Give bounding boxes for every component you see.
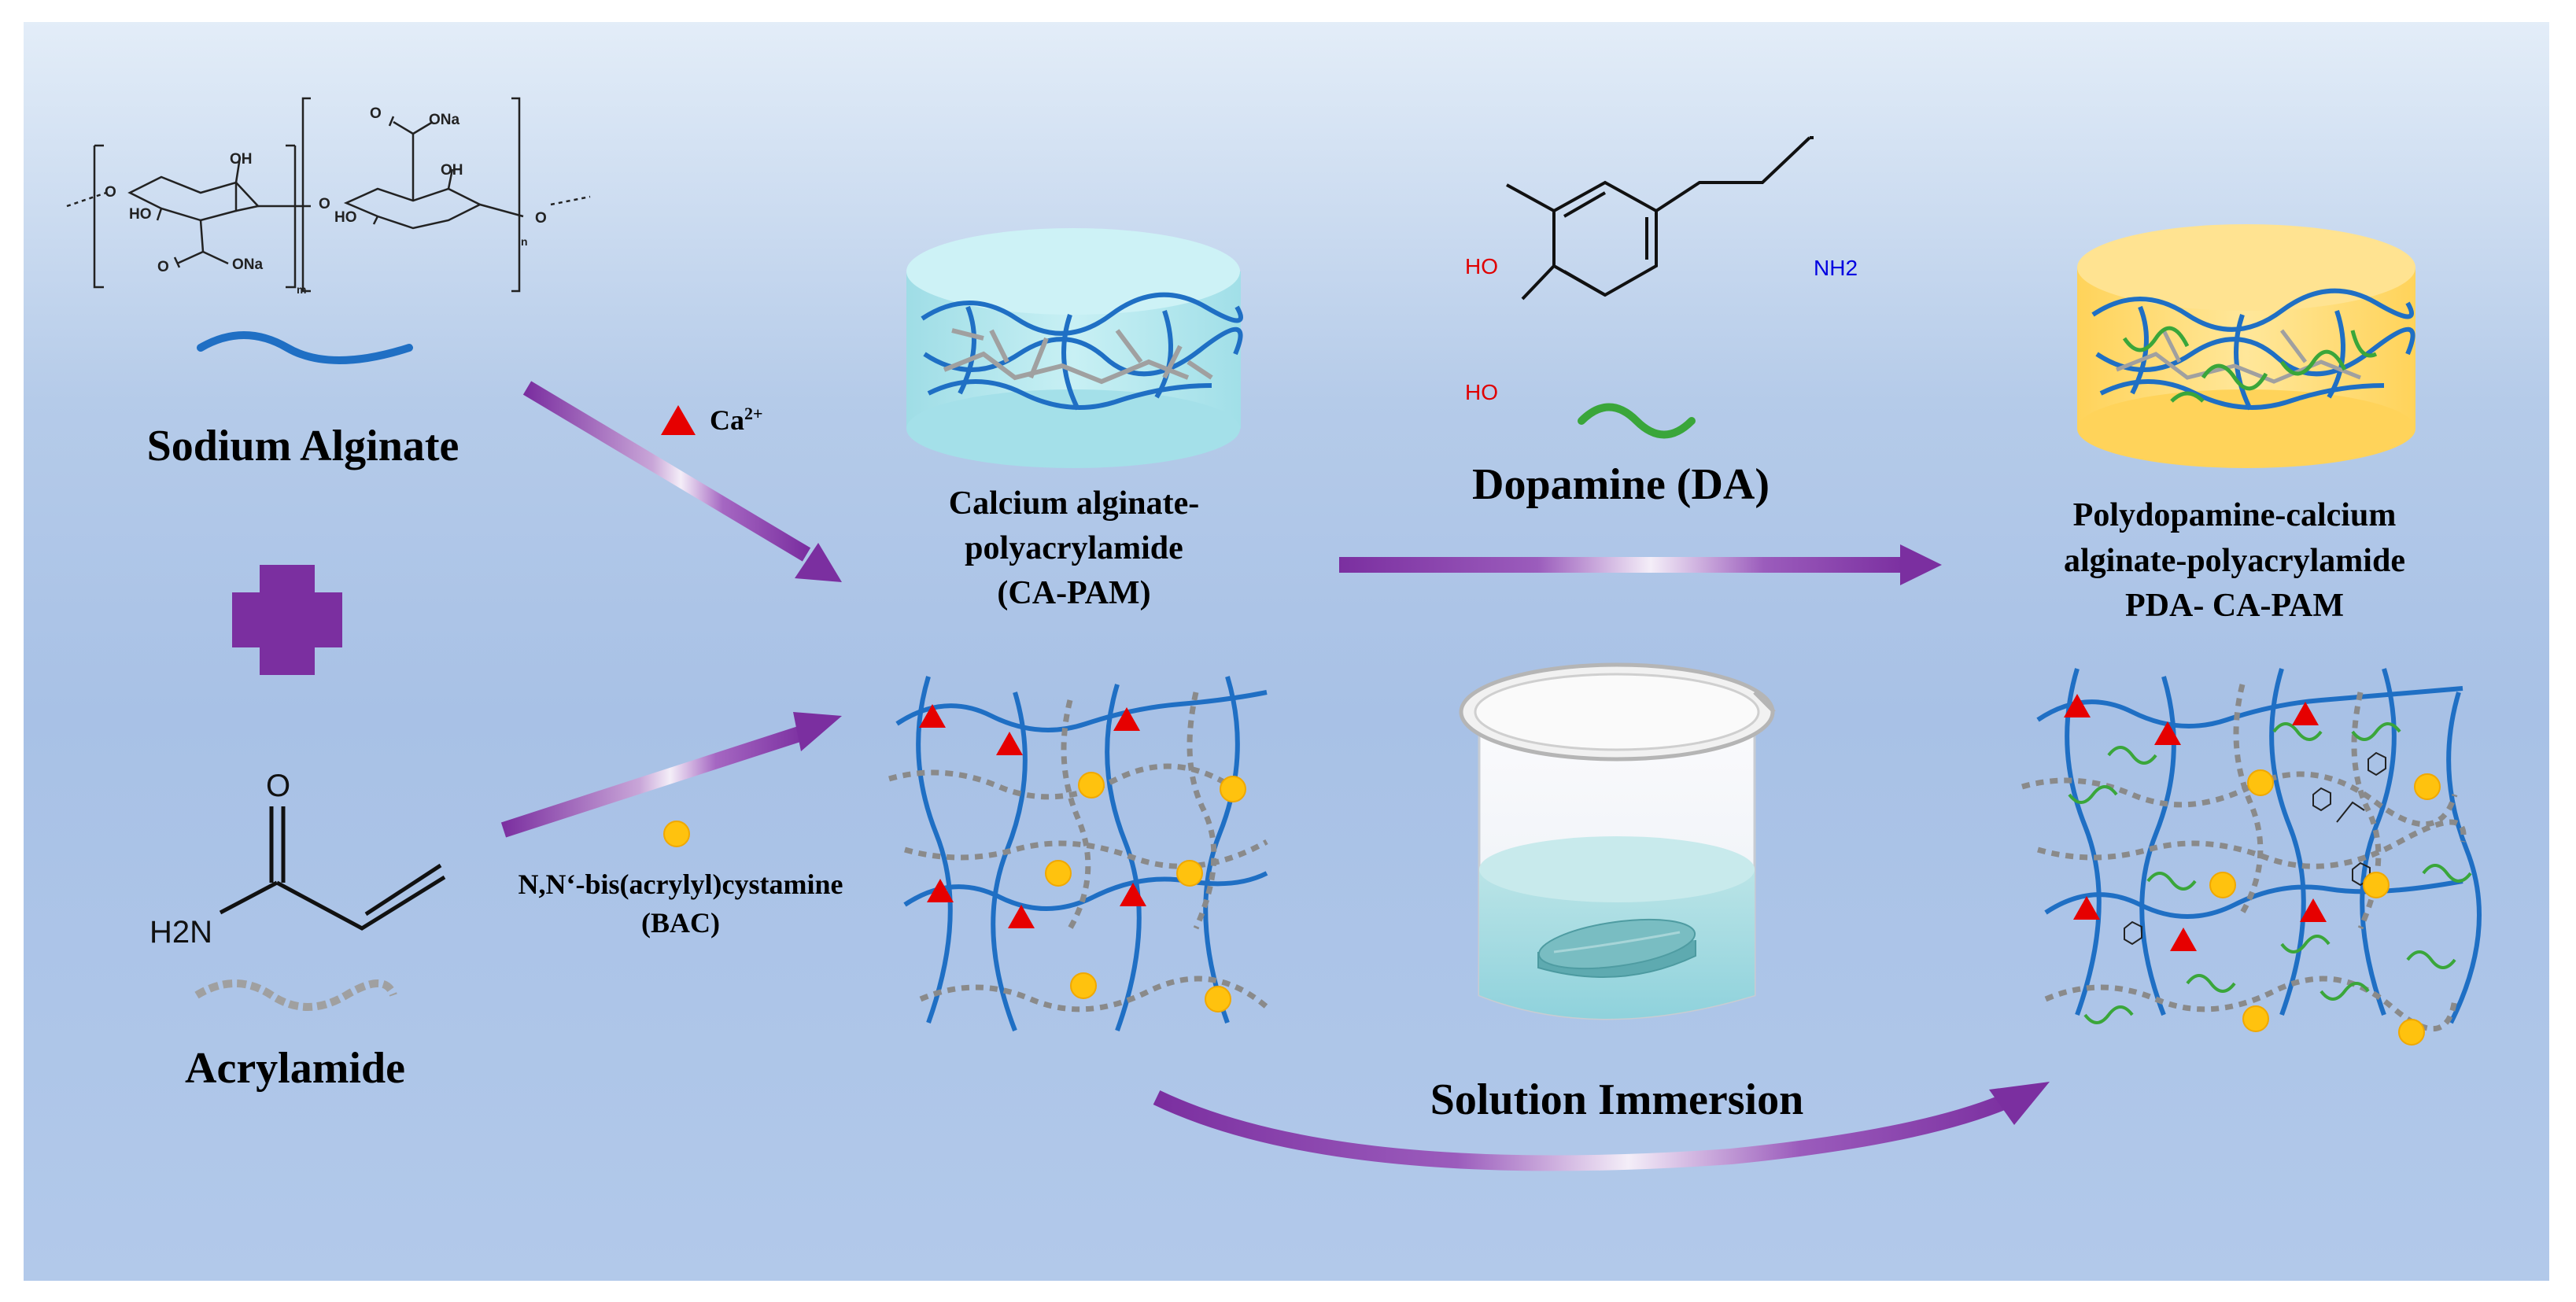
sodium-alginate-structure [66, 97, 591, 293]
o-label-3: O [535, 210, 547, 227]
bac-dot-icon [2209, 872, 2236, 898]
pda-ca-pam-hydrogel-icon [2077, 224, 2415, 468]
oh-label: OH [230, 151, 253, 168]
bac-dot-icon [1078, 772, 1105, 799]
oh-label-2: OH [441, 162, 463, 179]
hydrogel-disc-icon [1537, 918, 1696, 978]
dopamine-label: Dopamine (DA) [1472, 460, 1770, 509]
ca-pam-hydrogel-icon [906, 228, 1243, 468]
bac-dot-icon [2242, 1005, 2269, 1032]
bac-label-line2: (BAC) [641, 907, 720, 939]
acrylamide-label: Acrylamide [185, 1044, 405, 1093]
o-label-2: O [319, 196, 330, 212]
acrylamide-structure [219, 806, 446, 931]
ho-label: HO [129, 206, 152, 223]
solution-immersion-label: Solution Immersion [1430, 1075, 1804, 1124]
bac-dot-icon [2414, 773, 2441, 800]
ca-ion-legend: Ca2+ [661, 404, 763, 437]
ona-label-top: ONa [429, 112, 460, 128]
arrow-to-ca-pam-bottom [500, 712, 842, 838]
acrylamide-h2n-label: H2N [149, 915, 212, 950]
dopamine-ho-top: HO [1465, 254, 1498, 278]
ca-ion-label: Ca2+ [710, 404, 763, 437]
dopamine-nh2-label: NH2 [1814, 256, 1858, 280]
bac-dot-icon [1045, 860, 1072, 887]
diagram-background [24, 22, 2549, 1281]
ca-ion-charge: 2+ [744, 404, 763, 423]
bac-label-line1: N,N‘-bis(acrylyl)cystamine [518, 869, 843, 900]
plus-icon [232, 565, 342, 675]
pda-ca-pam-label-line1: Polydopamine-calcium [2072, 497, 2397, 533]
bac-dot-icon [2398, 1019, 2425, 1046]
bac-dot-icon [1205, 986, 1231, 1012]
acrylamide-o-label: O [266, 769, 290, 803]
ca-ion-triangle-icon [2170, 928, 2197, 951]
arrow-to-ca-pam-top [522, 381, 842, 582]
arrow-ca-pam-to-pda [1339, 544, 1942, 585]
o-label-5: O [370, 105, 382, 122]
arrow-solution-immersion [1153, 1082, 2050, 1171]
bac-dot-icon [1070, 972, 1097, 999]
ca-pam-label-line3: (CA-PAM) [997, 575, 1151, 611]
dopamine-ho-bottom: HO [1465, 380, 1498, 404]
ca-pam-network [888, 676, 1269, 1032]
bac-dot-icon [2247, 769, 2274, 796]
ca-pam-label-line2: polyacrylamide [965, 530, 1183, 566]
alginate-chain-icon [197, 331, 413, 364]
bac-dot-icon [663, 821, 690, 847]
sodium-alginate-label: Sodium Alginate [146, 422, 459, 470]
pda-ca-pam-label-line3: PDA- CA-PAM [2125, 588, 2344, 624]
ho-label-2: HO [334, 209, 357, 226]
dopamine-structure [1506, 136, 1814, 297]
pam-chain-icon [194, 979, 397, 1011]
ca-ion-triangle-icon [661, 405, 696, 435]
ca-ion-symbol: Ca [710, 404, 744, 436]
ca-pam-label-line1: Calcium alginate- [948, 485, 1200, 522]
ona-label-bottom: ONa [232, 256, 264, 273]
bac-dot-icon [1176, 860, 1203, 887]
pda-ca-pam-label-line2: alginate-polyacrylamide [2064, 543, 2405, 579]
o-label: O [105, 184, 116, 201]
ca-ion-triangle-icon [996, 732, 1023, 755]
o-label-4: O [157, 259, 169, 275]
dopamine-chain-icon [1578, 403, 1696, 439]
subscript-n: n [521, 235, 528, 248]
bac-dot-icon [1220, 776, 1246, 802]
sodium-alginate-atom-labels: ONa ONa OH OH HO HO O O O O O m n [105, 105, 547, 296]
pda-ca-pam-network [2021, 668, 2482, 1046]
subscript-m: m [297, 283, 306, 296]
bac-dot-icon [2363, 872, 2390, 898]
